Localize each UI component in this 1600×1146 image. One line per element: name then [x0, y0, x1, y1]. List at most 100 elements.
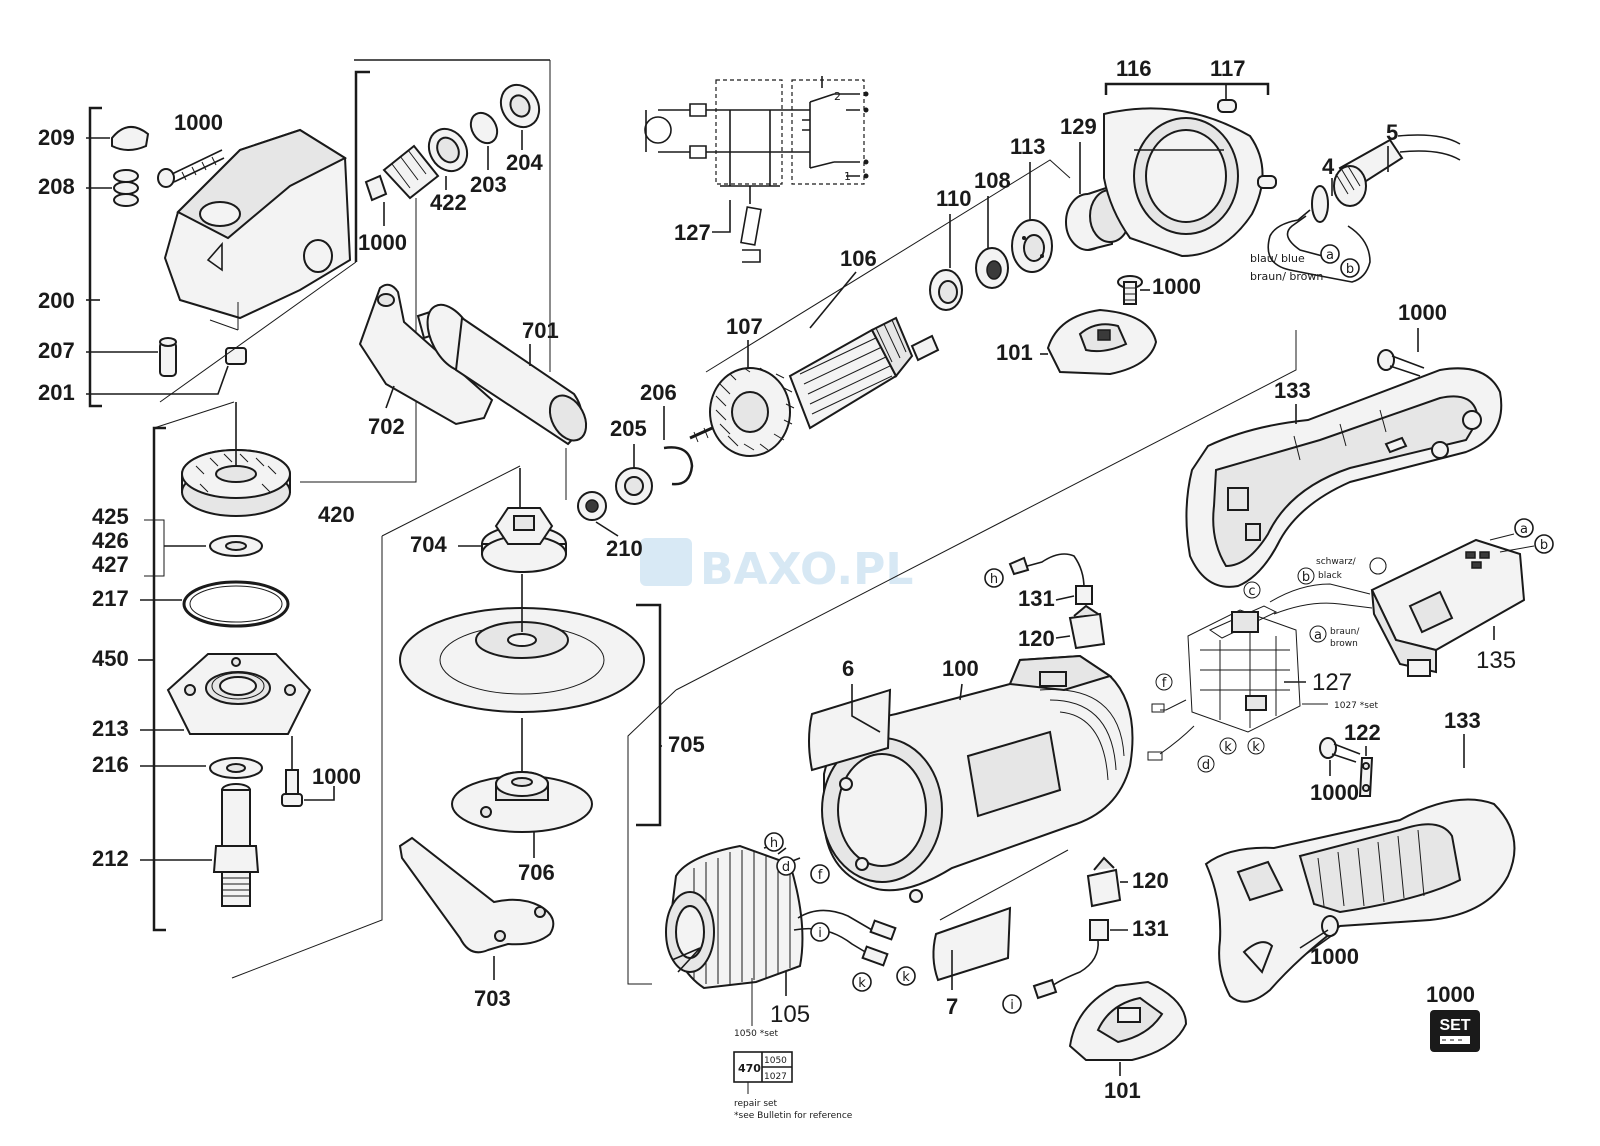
clamp-122	[1358, 757, 1374, 797]
label-1000-d: 1000	[1152, 274, 1201, 299]
label-206: 206	[640, 380, 677, 405]
bearing-flange-450	[166, 653, 312, 735]
label-131-b: 131	[1132, 916, 1169, 941]
label-5: 5	[1386, 120, 1398, 145]
label-1000-top: 1000	[174, 110, 223, 135]
svg-text:f: f	[1162, 676, 1167, 691]
grinding-disc-705	[399, 574, 645, 713]
label-1000-f: 1000	[1310, 780, 1359, 805]
screw-1000-c	[281, 736, 303, 807]
svg-text:k: k	[858, 976, 866, 991]
svg-text:i: i	[818, 926, 822, 941]
bearing-108	[975, 247, 1009, 289]
wire-label-braun-b: braun/	[1330, 627, 1360, 637]
letter-d-1: d	[1197, 755, 1215, 773]
label-100: 100	[942, 656, 979, 681]
springs-208	[113, 169, 139, 207]
letter-d-2: d	[776, 856, 796, 876]
repair-box-1050: 1050	[764, 1056, 787, 1066]
letter-f-1: f	[1155, 673, 1173, 691]
letter-a-3: a	[1309, 625, 1327, 643]
label-210: 210	[606, 536, 643, 561]
bearing-plate-113	[1011, 219, 1053, 273]
letter-i-2: i	[1002, 994, 1022, 1014]
switch-terminal-1: 1	[844, 170, 851, 183]
repair-set-note: repair set	[734, 1099, 778, 1109]
label-209: 209	[38, 125, 75, 150]
repair-box-1027: 1027	[764, 1072, 787, 1082]
wire-letter-b-top: b	[1340, 258, 1360, 278]
label-7: 7	[946, 994, 958, 1019]
screw-1000-g	[1299, 915, 1339, 955]
clip-120-a	[1068, 604, 1106, 650]
pin-207	[159, 337, 177, 377]
svg-text:i: i	[1010, 998, 1014, 1013]
label-1000-g: 1000	[1310, 944, 1359, 969]
set-badge-text: SET	[1439, 1017, 1470, 1034]
electronic-module-127	[1147, 583, 1373, 761]
svg-text:b: b	[1302, 570, 1310, 585]
label-127-b: 127	[1312, 669, 1352, 696]
label-plate-7	[932, 906, 1012, 982]
wire-label-brown-top: braun/ brown	[1250, 270, 1323, 283]
end-cover-116	[1103, 99, 1277, 258]
circuit-schematic	[644, 76, 869, 263]
svg-text:a: a	[1520, 522, 1528, 537]
label-706: 706	[518, 860, 555, 885]
switch-cover-101-top	[1046, 308, 1158, 376]
armature-107	[689, 316, 940, 457]
label-105: 105	[770, 1001, 810, 1028]
label-426: 426	[92, 528, 129, 553]
letter-b-3: b	[1297, 567, 1315, 585]
label-420: 420	[318, 502, 355, 527]
cable-with-strain-relief	[1267, 134, 1461, 283]
set-screw-badge: 1000 SET	[1426, 982, 1480, 1052]
svg-text:c: c	[1248, 584, 1255, 599]
set-note-1050: 1050 *set	[734, 1029, 778, 1039]
svg-text:k: k	[902, 970, 910, 985]
label-plate-6	[808, 688, 892, 772]
bush-201	[225, 347, 247, 365]
label-200: 200	[38, 288, 75, 313]
letter-k-2: k	[1247, 737, 1265, 755]
label-207: 207	[38, 338, 75, 363]
label-117: 117	[1210, 56, 1246, 81]
repair-set-box: 470 1050 1027	[733, 1051, 793, 1094]
washer-426	[209, 535, 263, 557]
letter-h-top: h	[984, 568, 1004, 588]
handle-shell-133-b	[1204, 798, 1516, 1003]
label-217: 217	[92, 586, 129, 611]
svg-text:d: d	[782, 860, 790, 875]
label-213: 213	[92, 716, 129, 741]
bearing-110	[929, 269, 963, 311]
label-208: 208	[38, 174, 75, 199]
svg-text:b: b	[1540, 538, 1548, 553]
label-450: 450	[92, 646, 129, 671]
stator-105	[665, 844, 897, 990]
label-1000-e: 1000	[1398, 300, 1447, 325]
spindle-212	[212, 783, 260, 907]
label-133-top: 133	[1274, 378, 1311, 403]
label-425: 425	[92, 504, 129, 529]
cap-209	[111, 126, 150, 151]
label-212: 212	[92, 846, 129, 871]
handle-shell-133-top	[1185, 367, 1503, 588]
svg-text:h: h	[770, 836, 778, 851]
repair-box-470: 470	[738, 1062, 761, 1075]
label-131-a: 131	[1018, 586, 1055, 611]
label-108: 108	[974, 168, 1011, 193]
watermark-text: BAXO.PL	[700, 544, 913, 595]
label-701: 701	[522, 318, 559, 343]
side-handle-701	[416, 303, 588, 446]
screw-1000-d	[1117, 275, 1143, 305]
svg-text:a: a	[1314, 628, 1322, 643]
label-702: 702	[368, 414, 405, 439]
svg-text:k: k	[1224, 740, 1232, 755]
svg-text:a: a	[1326, 248, 1334, 263]
letter-c-1: c	[1243, 581, 1261, 599]
svg-text:h: h	[990, 572, 998, 587]
screw-1000-e	[1377, 349, 1425, 377]
motor-housing-100	[821, 654, 1134, 903]
set-note-1027: 1027 *set	[1334, 701, 1378, 711]
